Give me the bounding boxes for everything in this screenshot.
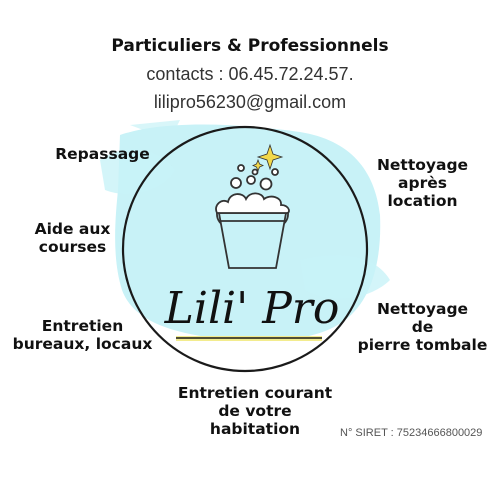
service-label: Entretien courant — [177, 384, 333, 402]
service-label: bureaux, locaux — [12, 335, 153, 353]
service-label: location — [387, 192, 458, 210]
service-label: Nettoyage — [376, 300, 469, 318]
service-nettoyage-location: Nettoyage après location — [360, 156, 485, 210]
service-label: courses — [38, 238, 107, 256]
service-label: de votre — [218, 402, 292, 420]
service-label: pierre tombale — [357, 336, 488, 354]
service-entretien-habitation: Entretien courant de votre habitation — [160, 384, 350, 438]
service-label: de — [411, 318, 434, 336]
service-label: Repassage — [55, 145, 150, 163]
service-repassage: Repassage — [40, 145, 165, 163]
service-nettoyage-pierre: Nettoyage de pierre tombale — [350, 300, 495, 354]
siret-number: N° SIRET : 75234666800029 — [340, 427, 483, 439]
bucket-with-bubbles-icon — [215, 164, 290, 269]
service-label: habitation — [209, 420, 301, 438]
service-label: Nettoyage — [376, 156, 469, 174]
page-title: Particuliers & Professionnels — [111, 36, 389, 56]
contact-phone: contacts : 06.45.72.24.57. — [146, 64, 354, 84]
service-label: Entretien — [41, 317, 124, 335]
service-aide-courses: Aide aux courses — [20, 220, 125, 256]
service-label: après — [398, 174, 447, 192]
logo-circle — [121, 125, 369, 373]
logo-text: Lili' Pro — [164, 283, 340, 334]
sparkle-icon — [251, 143, 284, 173]
contact-email: lilipro56230@gmail.com — [153, 92, 347, 112]
service-label: Aide aux — [34, 220, 111, 238]
service-entretien-bureaux: Entretien bureaux, locaux — [5, 317, 160, 353]
